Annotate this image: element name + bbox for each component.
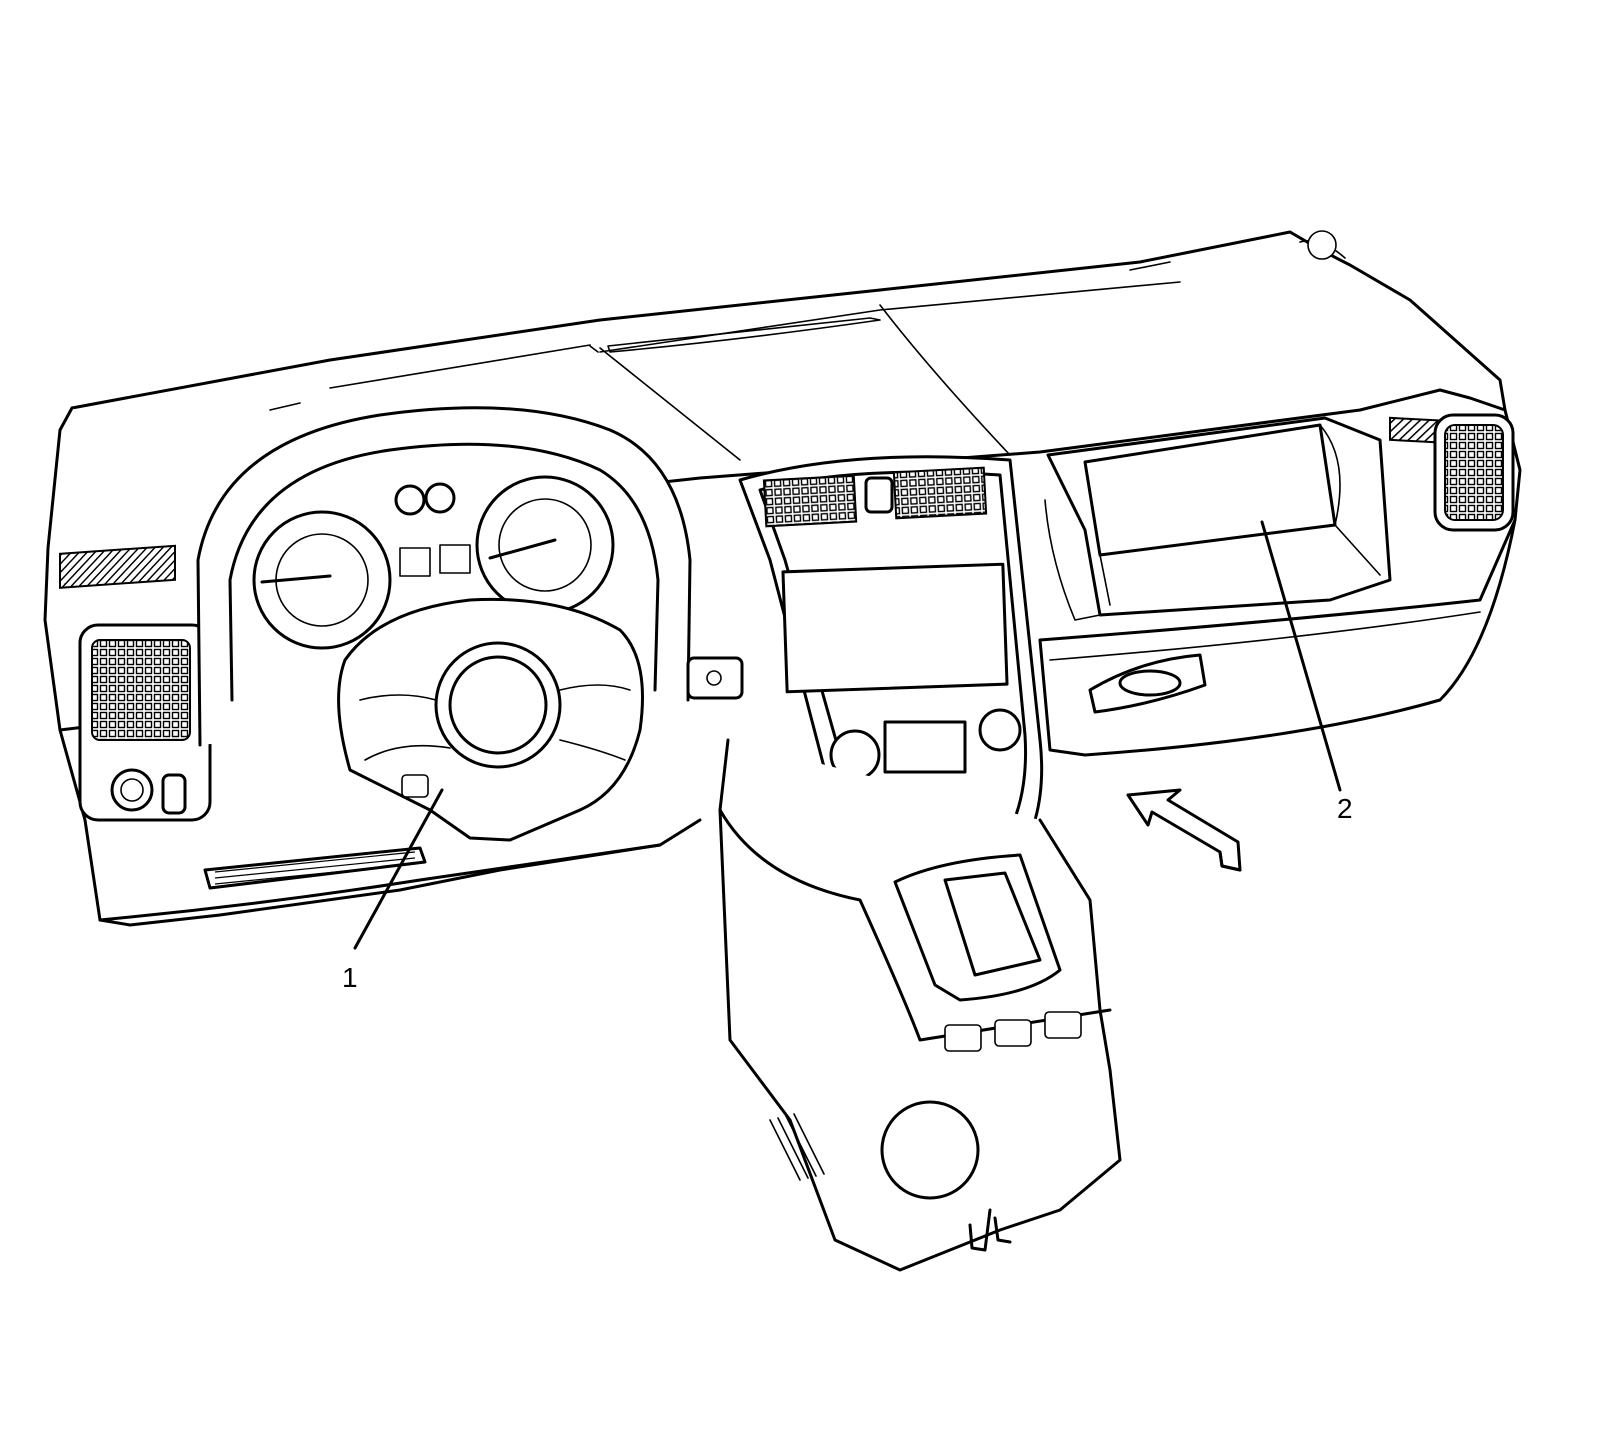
callout-1-label: 1 — [342, 962, 358, 993]
temp-gauge — [424, 482, 456, 514]
console-cupholder — [880, 1100, 980, 1200]
tachometer-needle — [260, 574, 332, 584]
steering-wheel-airbag-module — [337, 597, 644, 842]
shifter-gate — [943, 871, 1042, 977]
steering-switch-left — [401, 774, 429, 798]
speedometer-needle — [488, 538, 557, 560]
glove-box-latch-handle — [1118, 669, 1182, 697]
tachometer-gauge — [252, 510, 392, 650]
headlamp-switch-ring — [120, 778, 144, 802]
defrost-vent-center — [607, 317, 881, 353]
floor-console — [718, 738, 1122, 1272]
console-side-grille — [769, 1113, 825, 1181]
cluster-hood-inner — [228, 442, 660, 702]
glove-box-opening — [1044, 416, 1392, 621]
dash-center-ridge — [589, 304, 1011, 461]
speedometer-face — [498, 498, 592, 592]
climate-control-opening — [883, 720, 967, 774]
radio-opening — [781, 562, 1009, 694]
console-switch-1 — [944, 1024, 982, 1052]
cluster-display-left — [399, 547, 431, 577]
glove-box-frame — [1046, 416, 1392, 617]
ignition-keyhole — [706, 670, 722, 686]
left-vent-grille — [91, 639, 191, 741]
left-section — [59, 544, 427, 890]
right-top-sensor — [1307, 230, 1337, 260]
left-knee-panel-slats — [214, 851, 416, 885]
console-bracket — [968, 1208, 1012, 1252]
console-switch-3 — [1044, 1011, 1082, 1039]
knee-bolster-bracket — [1044, 499, 1101, 621]
dimmer-switch — [161, 773, 187, 815]
fuel-gauge — [394, 484, 426, 516]
center-vent-right — [892, 466, 988, 520]
left-side-vent — [59, 544, 176, 589]
view-arrow-shadow — [1218, 850, 1242, 872]
headlamp-switch-knob — [110, 768, 154, 812]
airbag-module-emblem — [448, 655, 548, 755]
steering-spoke-left — [359, 694, 451, 761]
steering-spoke-right — [559, 684, 631, 761]
airbag-module-hub — [434, 641, 562, 769]
console-switch-2 — [994, 1019, 1032, 1047]
dash-right-crease — [1049, 611, 1481, 661]
cluster-display-right — [439, 544, 471, 574]
glove-box-liner — [1099, 424, 1381, 606]
view-arrow-shape — [1126, 788, 1242, 872]
climate-knob-right — [978, 708, 1022, 752]
hazard-switch — [864, 476, 894, 514]
center-vent-left — [762, 474, 858, 528]
dash-top-crease — [269, 239, 1346, 411]
view-direction-arrow — [1126, 788, 1242, 872]
right-vent-grille — [1444, 424, 1504, 521]
speedometer-gauge — [475, 475, 615, 615]
console-top-edge — [718, 808, 1112, 1042]
callout-1-leader — [353, 788, 444, 950]
ignition-switch — [686, 656, 744, 700]
callout-2-leader — [1260, 520, 1342, 792]
callout-2-label: 2 — [1337, 793, 1353, 824]
right-section — [1088, 230, 1515, 714]
